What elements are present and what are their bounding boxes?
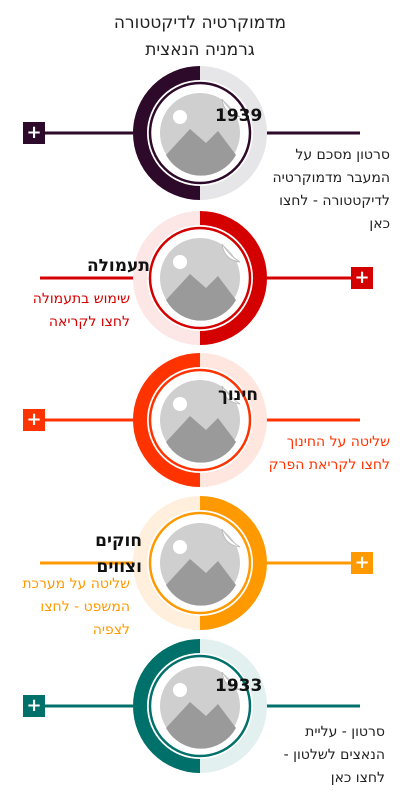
timeline-node-2 <box>40 211 370 345</box>
node-description-link[interactable]: שליטה על מערכת המשפט - לחצו לצפיה <box>22 576 130 638</box>
title-line-1: מדמוקרטיה לדיקטטורה <box>113 13 287 33</box>
image-page-curl <box>221 528 241 548</box>
diagram-title: מדמוקרטיה לדיקטטורה גרמניה הנאצית <box>0 10 400 64</box>
inner-ring <box>148 81 252 185</box>
title-line-2: גרמניה הנאצית <box>145 40 255 60</box>
image-mountains <box>166 559 236 606</box>
image-sun <box>173 110 187 124</box>
expand-plus-button[interactable]: + <box>351 267 373 289</box>
node-label: תעמולה <box>86 256 150 276</box>
expand-plus-button[interactable]: + <box>23 122 45 144</box>
timeline-node-5 <box>30 639 360 773</box>
inner-ring <box>148 368 252 472</box>
image-mountains <box>166 702 236 749</box>
node-description-link[interactable]: סרטון - עליית הנאצים לשלטון - לחצו כאן <box>283 724 385 786</box>
timeline-node-3 <box>30 353 360 487</box>
image-page-curl <box>221 243 241 263</box>
image-placeholder-icon <box>160 380 241 463</box>
expand-plus-button[interactable]: + <box>351 552 373 574</box>
image-page-curl <box>221 385 241 405</box>
node-description-link[interactable]: שימוש בתעמולה לחצו לקריאה <box>32 291 130 330</box>
inner-ring <box>148 511 252 615</box>
node-description-link[interactable]: סרטון מסכם על המעבר מדמוקרטיה לדיקטטורה … <box>272 147 390 232</box>
image-page-curl <box>221 98 241 118</box>
image-sun <box>173 397 187 411</box>
image-mountains <box>166 416 236 463</box>
image-placeholder-icon <box>160 238 241 321</box>
expand-plus-button[interactable]: + <box>23 695 45 717</box>
timeline-node-1 <box>30 66 360 200</box>
image-mountains <box>166 274 236 321</box>
timeline-node-4 <box>40 496 370 630</box>
image-placeholder-icon <box>160 666 241 749</box>
inner-ring <box>148 654 252 758</box>
image-sun <box>173 683 187 697</box>
node-label: חינוך <box>218 385 259 405</box>
image-placeholder-icon <box>160 523 241 606</box>
node-label: חוקים וצווים <box>95 531 142 577</box>
expand-plus-button[interactable]: + <box>23 409 45 431</box>
image-mountains <box>166 129 236 176</box>
inner-ring <box>148 226 252 330</box>
node-label: 1933 <box>215 676 263 696</box>
image-sun <box>173 540 187 554</box>
node-label: 1939 <box>215 106 263 126</box>
image-placeholder-icon <box>160 93 241 176</box>
node-description-link[interactable]: שליטה על החינוך לחצו לקריאת הפרק <box>268 434 390 473</box>
image-page-curl <box>221 671 241 691</box>
image-sun <box>173 255 187 269</box>
